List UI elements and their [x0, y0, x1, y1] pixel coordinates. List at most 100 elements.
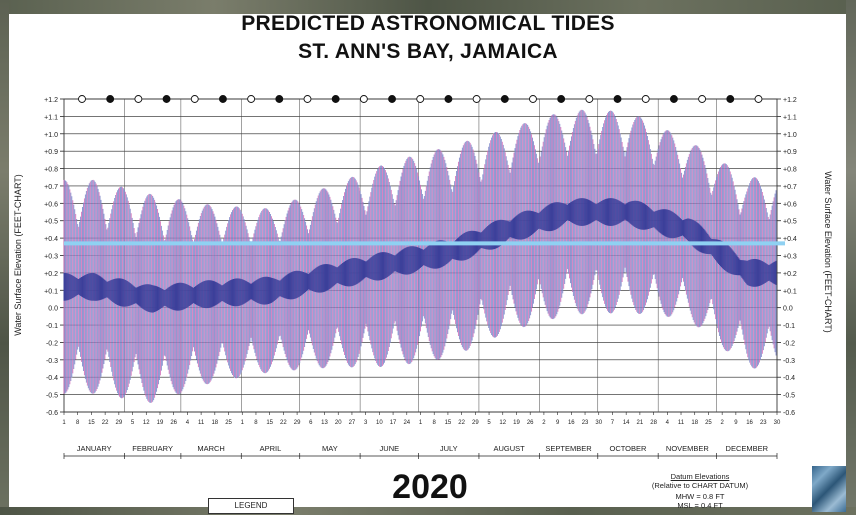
datum-subtitle: (Relative to CHART DATUM)	[651, 481, 749, 490]
y-tick-label-left: +1.0	[44, 132, 58, 139]
y-tick-label-right: +0.5	[783, 219, 797, 226]
day-tick-label: 15	[445, 420, 452, 426]
full-moon-marker	[247, 95, 256, 103]
y-tick-label-left: +0.1	[44, 288, 58, 295]
new-moon-marker	[726, 95, 735, 103]
y-tick-label-left: -0.6	[46, 410, 58, 417]
y-tick-label-right: +1.0	[783, 132, 797, 139]
y-tick-label-right: -0.6	[783, 410, 795, 417]
new-moon-marker	[669, 95, 678, 103]
full-moon-marker	[78, 95, 86, 103]
full-moon-marker	[359, 95, 368, 103]
day-tick-label: 6	[309, 420, 313, 426]
chart-title: PREDICTED ASTRONOMICAL TIDES	[241, 12, 615, 35]
month-label: FEBRUARY	[132, 444, 173, 453]
y-tick-label-right: -0.3	[783, 358, 795, 365]
day-tick-label: 11	[198, 420, 205, 426]
day-tick-label: 1	[241, 420, 245, 426]
day-tick-label: 7	[611, 420, 615, 426]
day-tick-label: 27	[349, 420, 356, 426]
day-tick-label: 25	[705, 420, 712, 426]
day-tick-label: 10	[376, 420, 383, 426]
month-label: DECEMBER	[726, 444, 769, 453]
full-moon-marker	[416, 95, 425, 103]
day-tick-label: 22	[102, 420, 109, 426]
day-tick-label: 13	[321, 420, 328, 426]
day-tick-label: 4	[666, 420, 670, 426]
y-tick-label-right: +0.1	[783, 288, 797, 295]
day-tick-label: 1	[62, 420, 66, 426]
full-moon-marker	[754, 95, 763, 103]
background-right	[846, 0, 856, 515]
y-tick-label-right: +1.2	[783, 97, 797, 104]
day-tick-label: 18	[691, 420, 698, 426]
y-tick-label-left: +0.5	[44, 219, 58, 226]
y-tick-label-right: -0.1	[783, 323, 795, 330]
new-moon-marker	[444, 95, 453, 103]
day-tick-label: 14	[623, 420, 630, 426]
full-moon-marker	[190, 95, 199, 103]
day-tick-label: 30	[595, 420, 602, 426]
datum-title: Datum Elevations	[670, 472, 730, 481]
day-tick-label: 2	[542, 420, 546, 426]
y-tick-label-left: +0.4	[44, 236, 58, 243]
day-tick-label: 3	[364, 420, 368, 426]
y-tick-label-left: +0.9	[44, 149, 58, 156]
y-tick-label-left: -0.5	[46, 393, 58, 400]
new-moon-marker	[613, 95, 622, 103]
y-tick-label-left: -0.3	[46, 358, 58, 365]
day-tick-label: 8	[254, 420, 258, 426]
y-tick-label-right: +0.7	[783, 184, 797, 191]
y-tick-label-left: 0.0	[48, 306, 58, 313]
month-label: JULY	[440, 444, 458, 453]
full-moon-marker	[472, 95, 481, 103]
new-moon-marker	[388, 95, 396, 103]
full-moon-marker	[303, 95, 312, 103]
y-tick-label-right: +0.2	[783, 271, 797, 278]
month-label: SEPTEMBER	[545, 444, 592, 453]
chart-subtitle: ST. ANN'S BAY, JAMAICA	[298, 40, 558, 63]
datum-elevations: Datum Elevations (Relative to CHART DATU…	[640, 472, 760, 510]
day-tick-label: 26	[527, 420, 534, 426]
y-tick-label-right: -0.4	[783, 375, 795, 382]
day-tick-label: 8	[433, 420, 437, 426]
day-tick-label: 5	[131, 420, 135, 426]
day-tick-label: 18	[211, 420, 218, 426]
new-moon-marker	[331, 95, 340, 103]
y-tick-label-left: +1.1	[44, 114, 58, 121]
day-tick-label: 1	[419, 420, 423, 426]
day-tick-label: 24	[403, 420, 410, 426]
y-tick-label-left: -0.2	[46, 340, 58, 347]
y-tick-label-right: +1.1	[783, 114, 797, 121]
month-label: MAY	[322, 444, 338, 453]
day-tick-label: 30	[774, 420, 781, 426]
y-tick-label-left: +1.2	[44, 97, 58, 104]
y-tick-label-right: 0.0	[783, 306, 793, 313]
day-tick-label: 15	[266, 420, 273, 426]
month-label: AUGUST	[494, 444, 526, 453]
day-tick-label: 16	[746, 420, 753, 426]
y-tick-label-right: +0.8	[783, 167, 797, 174]
y-tick-label-right: -0.5	[783, 393, 795, 400]
y-tick-label-left: +0.2	[44, 271, 58, 278]
day-tick-label: 11	[678, 420, 685, 426]
day-tick-label: 23	[760, 420, 767, 426]
new-moon-marker	[162, 95, 171, 103]
background-bottom	[0, 507, 856, 515]
day-tick-label: 2	[720, 420, 724, 426]
day-tick-label: 22	[458, 420, 465, 426]
year-label: 2020	[392, 468, 468, 506]
tide-band	[63, 109, 777, 403]
datum-msl: MSL = 0.4 FT	[677, 501, 723, 510]
day-tick-label: 8	[76, 420, 80, 426]
month-label: JUNE	[380, 444, 400, 453]
day-tick-label: 26	[170, 420, 177, 426]
new-moon-marker	[557, 95, 566, 103]
y-tick-label-left: +0.7	[44, 184, 58, 191]
day-tick-label: 9	[556, 420, 560, 426]
day-tick-label: 25	[225, 420, 232, 426]
y-tick-label-right: +0.3	[783, 254, 797, 261]
month-label: OCTOBER	[609, 444, 647, 453]
month-label: JANUARY	[77, 444, 112, 453]
